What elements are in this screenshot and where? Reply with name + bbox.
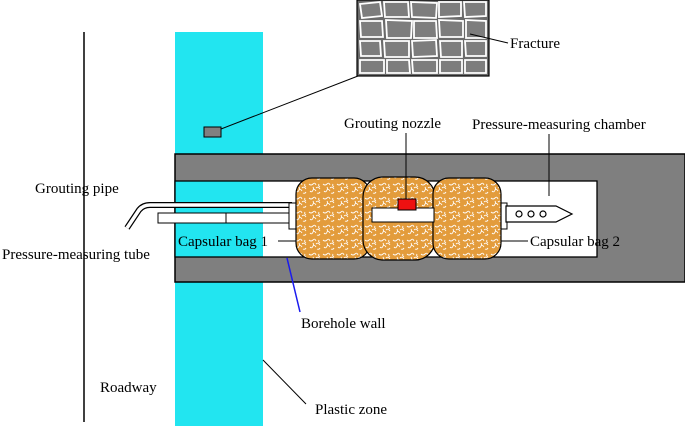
capsular-bag-2-label: Capsular bag 2 bbox=[530, 234, 620, 250]
tip-hole-1 bbox=[515, 210, 523, 218]
fracture-label: Fracture bbox=[510, 36, 560, 52]
grouting-nozzle bbox=[397, 198, 417, 211]
capsular-bag-1 bbox=[295, 177, 371, 260]
plastic-zone-leader bbox=[262, 359, 307, 405]
pressure-tube-label: Pressure-measuring tube bbox=[2, 247, 150, 263]
roadway-label: Roadway bbox=[100, 380, 157, 396]
grouting-pipe-label: Grouting pipe bbox=[35, 181, 119, 197]
capsular-bag-2 bbox=[432, 177, 502, 260]
capsular-bag-1-label: Capsular bag 1 bbox=[178, 234, 268, 250]
pressure-chamber-label: Pressure-measuring chamber bbox=[472, 117, 646, 133]
fracture-inset bbox=[356, 0, 490, 77]
fracture-leader-line bbox=[220, 75, 359, 130]
pressure-measuring-tube bbox=[157, 212, 291, 224]
tip-hole-2 bbox=[527, 210, 535, 218]
tip-hole-3 bbox=[539, 210, 547, 218]
grouting-nozzle-label: Grouting nozzle bbox=[344, 116, 441, 132]
borehole-wall-label: Borehole wall bbox=[301, 316, 386, 332]
borehole-wall-leader bbox=[286, 257, 301, 313]
fracture-label-leader bbox=[469, 33, 509, 44]
plastic-zone-label: Plastic zone bbox=[315, 402, 387, 418]
drill-tip bbox=[505, 205, 574, 223]
sample-square bbox=[203, 126, 222, 138]
